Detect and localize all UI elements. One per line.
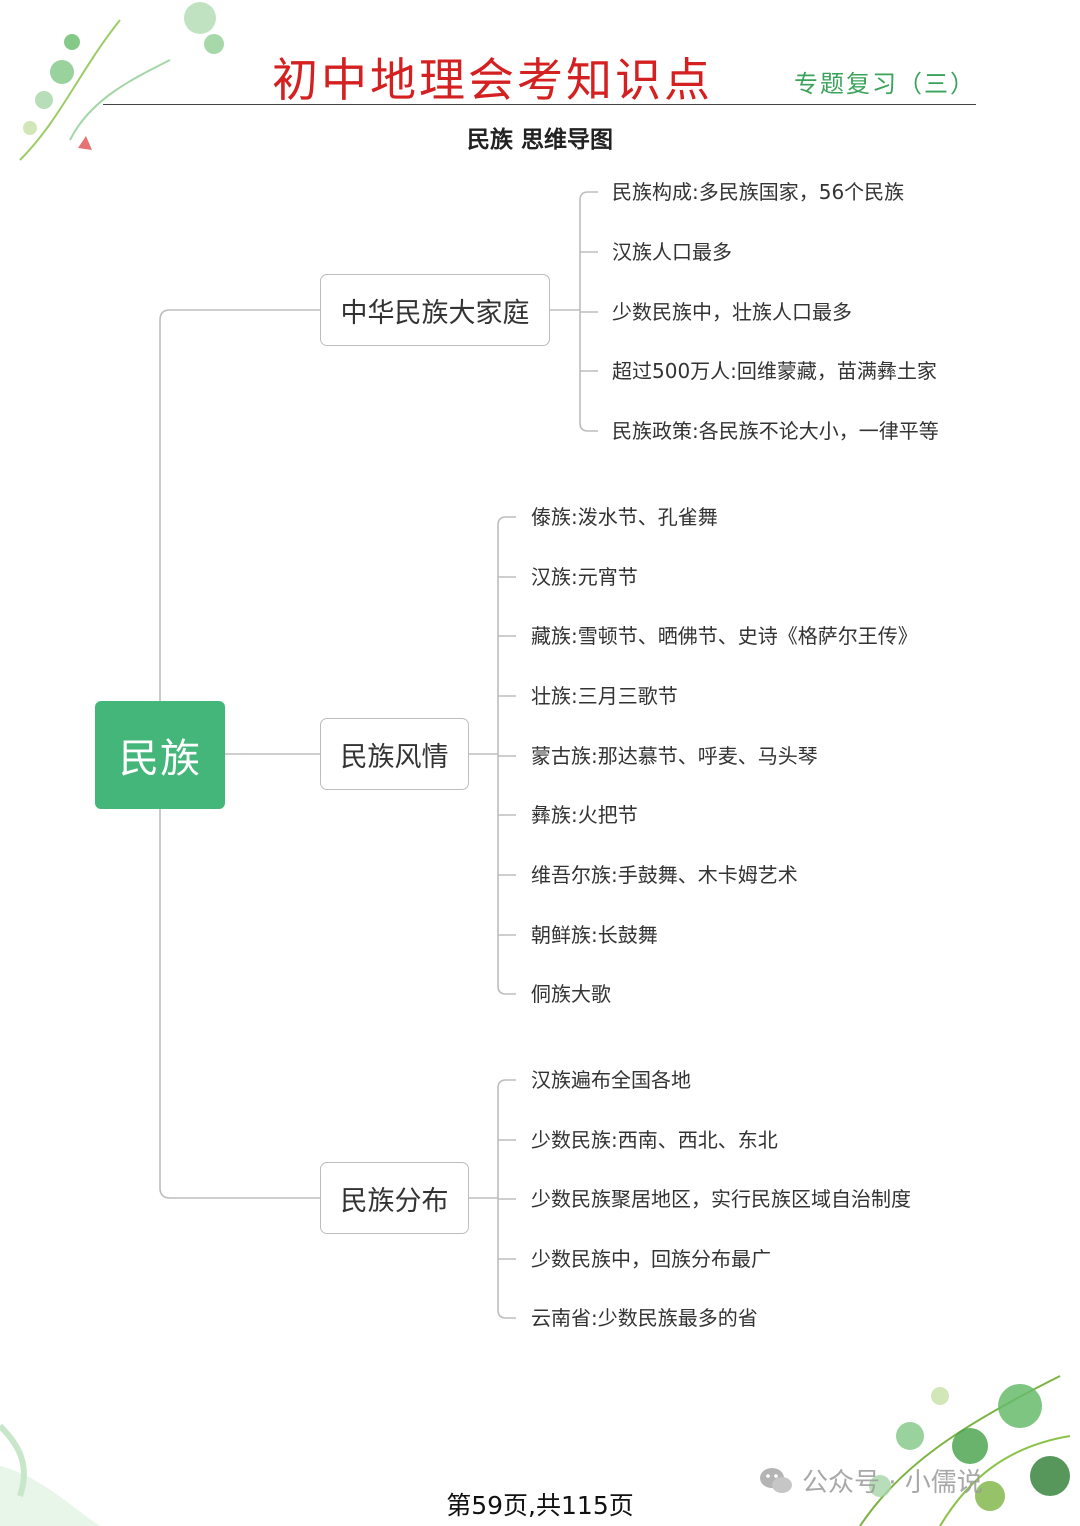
- watermark: 公众号 · 小儒说: [758, 1462, 983, 1499]
- root-node: 民族: [95, 701, 225, 809]
- leaf-item: 傣族:泼水节、孔雀舞: [531, 503, 718, 531]
- leaf-item: 民族构成:多民族国家，56个民族: [612, 178, 904, 206]
- leaf-item: 少数民族:西南、西北、东北: [531, 1126, 778, 1154]
- leaf-item: 蒙古族:那达慕节、呼麦、马头琴: [531, 742, 818, 770]
- leaf-item: 藏族:雪顿节、晒佛节、史诗《格萨尔王传》: [531, 622, 918, 650]
- leaf-item: 彝族:火把节: [531, 801, 638, 829]
- leaf-item: 少数民族中，回族分布最广: [531, 1245, 771, 1273]
- branch-node: 民族分布: [320, 1162, 469, 1234]
- leaf-item: 汉族:元宵节: [531, 563, 638, 591]
- leaf-item: 云南省:少数民族最多的省: [531, 1304, 758, 1332]
- wechat-icon: [758, 1466, 794, 1496]
- branch-node: 民族风情: [320, 718, 469, 790]
- leaf-item: 汉族遍布全国各地: [531, 1066, 691, 1094]
- leaf-item: 少数民族中，壮族人口最多: [612, 298, 852, 326]
- root-link-top: [160, 310, 320, 701]
- leaf-item: 壮族:三月三歌节: [531, 682, 678, 710]
- branch-node: 中华民族大家庭: [320, 274, 550, 346]
- leaf-item: 维吾尔族:手鼓舞、木卡姆艺术: [531, 861, 798, 889]
- leaf-item: 朝鲜族:长鼓舞: [531, 921, 658, 949]
- leaf-item: 汉族人口最多: [612, 238, 732, 266]
- root-link-bottom: [160, 809, 320, 1198]
- leaf-item: 少数民族聚居地区，实行民族区域自治制度: [531, 1185, 911, 1213]
- watermark-text: 公众号 · 小儒说: [802, 1462, 983, 1499]
- leaf-item: 民族政策:各民族不论大小，一律平等: [612, 417, 939, 445]
- leaf-item: 超过500万人:回维蒙藏，苗满彝土家: [612, 357, 937, 385]
- leaf-item: 侗族大歌: [531, 980, 611, 1008]
